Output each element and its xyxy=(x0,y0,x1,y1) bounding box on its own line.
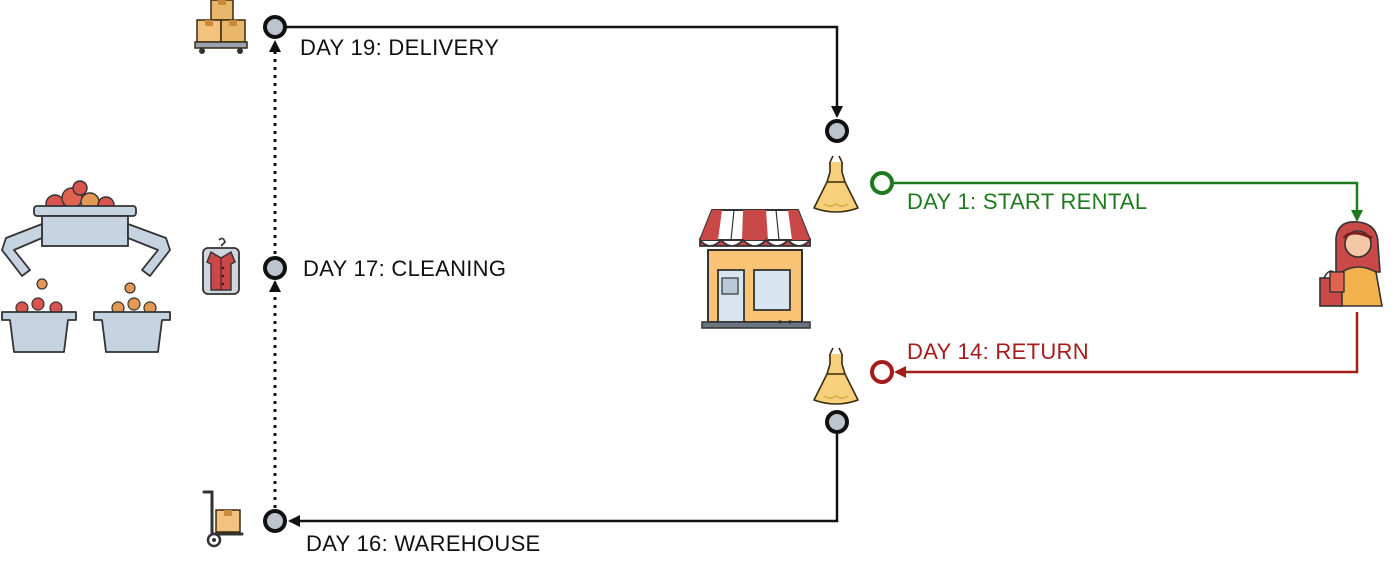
storefront-icon xyxy=(699,209,811,329)
return-node xyxy=(870,360,894,384)
hand-truck-icon xyxy=(202,490,244,548)
shopper-icon xyxy=(1319,221,1383,307)
delivery-node xyxy=(263,15,287,39)
start-rental-arrow xyxy=(892,181,1363,222)
return-label: DAY 14: RETURN xyxy=(907,339,1089,364)
store-inbound-node xyxy=(825,119,849,143)
warehouse-node xyxy=(263,509,287,533)
dress-icon xyxy=(813,347,859,405)
warehouse-label: DAY 16: WAREHOUSE xyxy=(306,531,541,556)
store-to-warehouse-arrow xyxy=(288,434,839,527)
dress-icon xyxy=(813,155,859,213)
store-outbound-node xyxy=(825,410,849,434)
dry-cleaning-garment-icon xyxy=(202,237,240,295)
delivery-label: DAY 19: DELIVERY xyxy=(300,35,499,60)
delivery-to-store-arrow xyxy=(285,25,843,118)
start-rental-node xyxy=(870,171,894,195)
return-arrow xyxy=(894,312,1359,378)
cleaning-node xyxy=(263,256,287,280)
cleaning-label: DAY 17: CLEANING xyxy=(303,256,506,281)
sorting-baskets-icon xyxy=(1,180,171,353)
start-rental-label: DAY 1: START RENTAL xyxy=(907,189,1147,214)
packages-icon xyxy=(194,0,248,54)
